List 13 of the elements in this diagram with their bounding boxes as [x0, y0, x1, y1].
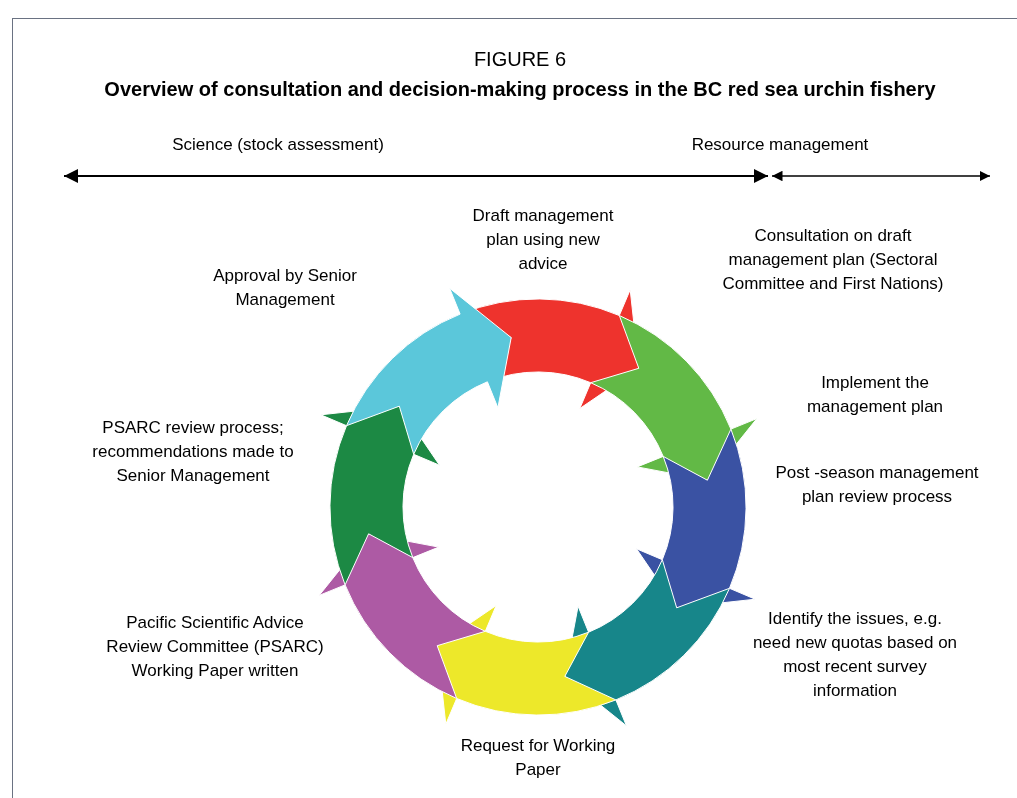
step-label: Pacific Scientific Advice Review Committee (PSARC) Working Paper written: [105, 612, 325, 682]
step-label: Approval by Senior Management: [212, 265, 358, 311]
figure-number: FIGURE 6: [472, 47, 568, 72]
step-label: Implement the management plan: [805, 372, 945, 418]
step-label: Resource management: [690, 134, 870, 156]
step-label: Request for Working Paper: [459, 735, 617, 781]
step-label: Post -season management plan review process: [774, 462, 980, 508]
step-label: Science (stock assessment): [171, 134, 385, 156]
step-label: Consultation on draft management plan (Sectoral Committee and First Nations): [721, 225, 945, 295]
step-label: Draft management plan using new advice: [471, 205, 615, 275]
figure-title: Overview of consultation and decision-making process in the BC red sea urchin fishery: [103, 77, 937, 102]
step-label: Identify the issues, e.g. need new quotas based on most recent survey information: [751, 608, 959, 702]
step-label: PSARC review process; recommendations made to Senior Management: [91, 417, 295, 487]
